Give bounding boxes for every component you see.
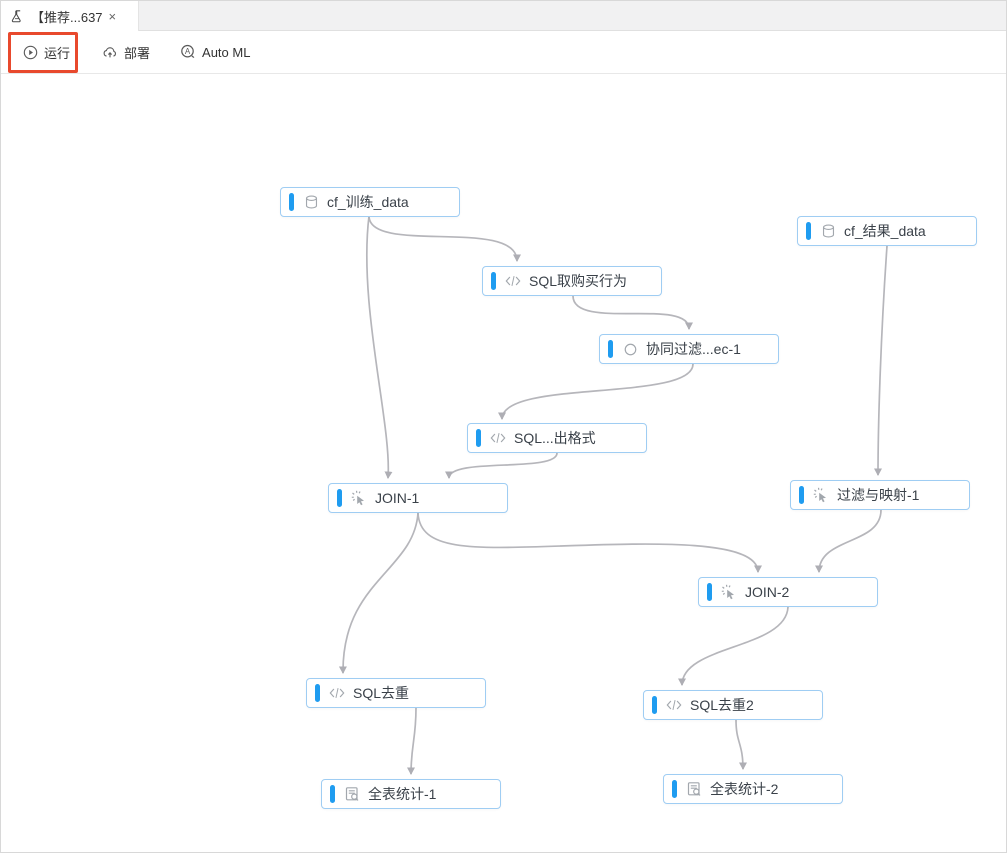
- automl-button[interactable]: A Auto ML: [176, 38, 254, 66]
- node-label: 全表统计-2: [710, 781, 779, 797]
- node-status-bar: [806, 222, 811, 240]
- node-label: cf_训练_data: [327, 194, 409, 210]
- edge-sql-format-to-join-1: [445, 452, 558, 479]
- node-status-bar: [315, 684, 320, 702]
- node-stats-1[interactable]: 全表统计-1: [321, 779, 501, 809]
- node-label: SQL...出格式: [514, 430, 596, 446]
- edge-cf-train-data-to-sql-buy: [368, 215, 521, 262]
- code-icon: [490, 430, 506, 446]
- node-status-bar: [330, 785, 335, 803]
- click-icon: [813, 487, 829, 503]
- stats-icon: [686, 781, 702, 797]
- circle-icon: [622, 341, 638, 357]
- tab-close-icon[interactable]: ×: [108, 8, 117, 24]
- node-stats-2[interactable]: 全表统计-2: [663, 774, 843, 804]
- edge-filter-map-1-to-join-2: [815, 509, 882, 573]
- svg-text:A: A: [185, 47, 191, 56]
- database-icon: [820, 223, 836, 239]
- node-sql-buy[interactable]: SQL取购买行为: [482, 266, 662, 296]
- node-label: JOIN-1: [375, 490, 420, 506]
- node-status-bar: [476, 429, 481, 447]
- code-icon: [329, 685, 345, 701]
- edge-sql-dedup2-to-stats-2: [735, 719, 747, 770]
- flask-icon: [11, 9, 25, 24]
- node-label: 过滤与映射-1: [837, 487, 920, 503]
- node-label: SQL去重: [353, 685, 410, 701]
- node-label: 协同过滤...ec-1: [646, 341, 741, 357]
- tab-bar: 【推荐...637 ×: [1, 1, 1006, 31]
- node-status-bar: [289, 193, 294, 211]
- node-label: SQL去重2: [690, 697, 754, 713]
- edge-sql-dedup-to-stats-1: [407, 707, 417, 775]
- node-status-bar: [707, 583, 712, 601]
- node-cf-rec[interactable]: 协同过滤...ec-1: [599, 334, 779, 364]
- cloud-upload-icon: [102, 45, 118, 60]
- database-icon: [303, 194, 319, 210]
- tab-experiment[interactable]: 【推荐...637 ×: [1, 1, 139, 31]
- node-join-1[interactable]: JOIN-1: [328, 483, 508, 513]
- edge-sql-buy-to-cf-rec: [572, 295, 693, 330]
- automl-icon: A: [180, 44, 196, 60]
- automl-label: Auto ML: [202, 44, 251, 60]
- node-cf-train-data[interactable]: cf_训练_data: [280, 187, 460, 217]
- node-label: 全表统计-1: [368, 786, 437, 802]
- click-icon: [721, 584, 737, 600]
- node-status-bar: [672, 780, 677, 798]
- click-icon: [351, 490, 367, 506]
- node-label: JOIN-2: [745, 584, 790, 600]
- node-status-bar: [491, 272, 496, 290]
- tab-title: 【推荐...637: [31, 9, 103, 25]
- node-sql-dedup[interactable]: SQL去重: [306, 678, 486, 708]
- stats-icon: [344, 786, 360, 802]
- node-status-bar: [337, 489, 342, 507]
- node-status-bar: [608, 340, 613, 358]
- node-status-bar: [799, 486, 804, 504]
- node-join-2[interactable]: JOIN-2: [698, 577, 878, 607]
- code-icon: [505, 273, 521, 289]
- node-label: SQL取购买行为: [529, 273, 628, 289]
- node-label: cf_结果_data: [844, 223, 926, 239]
- deploy-label: 部署: [124, 45, 151, 61]
- node-filter-map-1[interactable]: 过滤与映射-1: [790, 480, 970, 510]
- toolbar: 运行 部署 A Auto ML: [1, 31, 1006, 74]
- edge-join-1-to-join-2: [417, 512, 762, 573]
- play-circle-icon: [23, 45, 38, 60]
- deploy-button[interactable]: 部署: [98, 38, 154, 66]
- edge-cf-result-data-to-filter-map-1: [874, 245, 888, 476]
- edge-cf-train-data-to-join-1: [366, 215, 393, 479]
- edge-join-2-to-sql-dedup2: [678, 606, 789, 686]
- edge-cf-rec-to-sql-format: [498, 363, 694, 420]
- node-sql-format[interactable]: SQL...出格式: [467, 423, 647, 453]
- edge-join-1-to-sql-dedup: [338, 512, 419, 674]
- code-icon: [666, 697, 682, 713]
- node-sql-dedup2[interactable]: SQL去重2: [643, 690, 823, 720]
- run-button[interactable]: 运行: [19, 38, 74, 66]
- run-label: 运行: [44, 45, 71, 61]
- node-status-bar: [652, 696, 657, 714]
- node-cf-result-data[interactable]: cf_结果_data: [797, 216, 977, 246]
